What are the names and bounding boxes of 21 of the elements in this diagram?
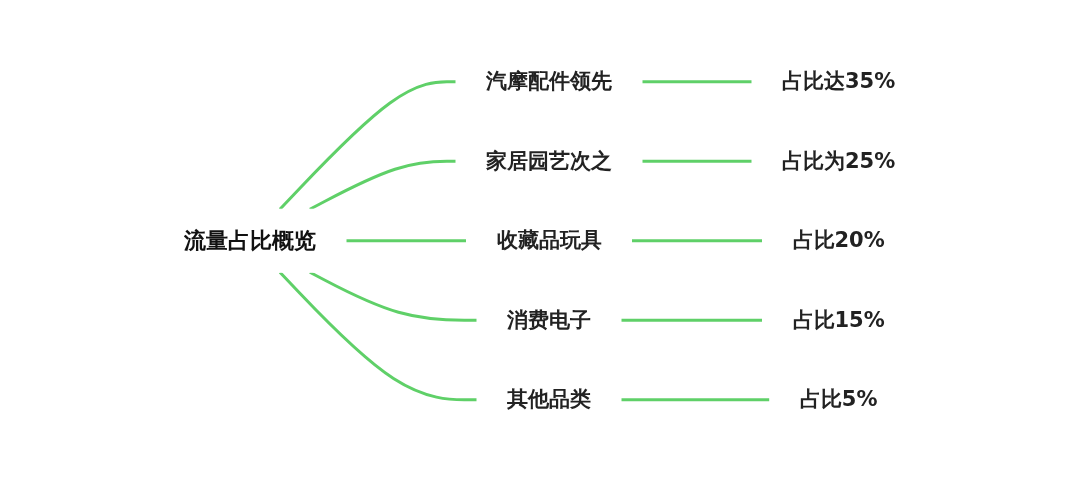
connector xyxy=(279,80,457,211)
connector xyxy=(642,80,753,84)
node-text: 消费电子 xyxy=(507,307,592,332)
node-text: 家居园艺次之 xyxy=(486,148,613,173)
connector xyxy=(621,398,771,402)
connector xyxy=(309,271,478,322)
node-text: 收藏品玩具 xyxy=(496,228,602,253)
node-text: 占比为25% xyxy=(782,148,896,173)
connector xyxy=(631,239,763,243)
node-text: 其他品类 xyxy=(507,387,592,412)
connector xyxy=(346,239,467,243)
connector xyxy=(621,319,763,322)
node-text: 占比20% xyxy=(792,228,886,253)
node-text: 占比5% xyxy=(800,387,878,412)
connector xyxy=(309,160,457,211)
node-text: 占比15% xyxy=(792,307,886,332)
connector xyxy=(279,271,478,402)
node-text: 流量占比概览 xyxy=(184,228,317,254)
node-text: 汽摩配件领先 xyxy=(486,69,613,94)
node-text: 占比达35% xyxy=(782,69,896,94)
connector xyxy=(642,160,753,163)
